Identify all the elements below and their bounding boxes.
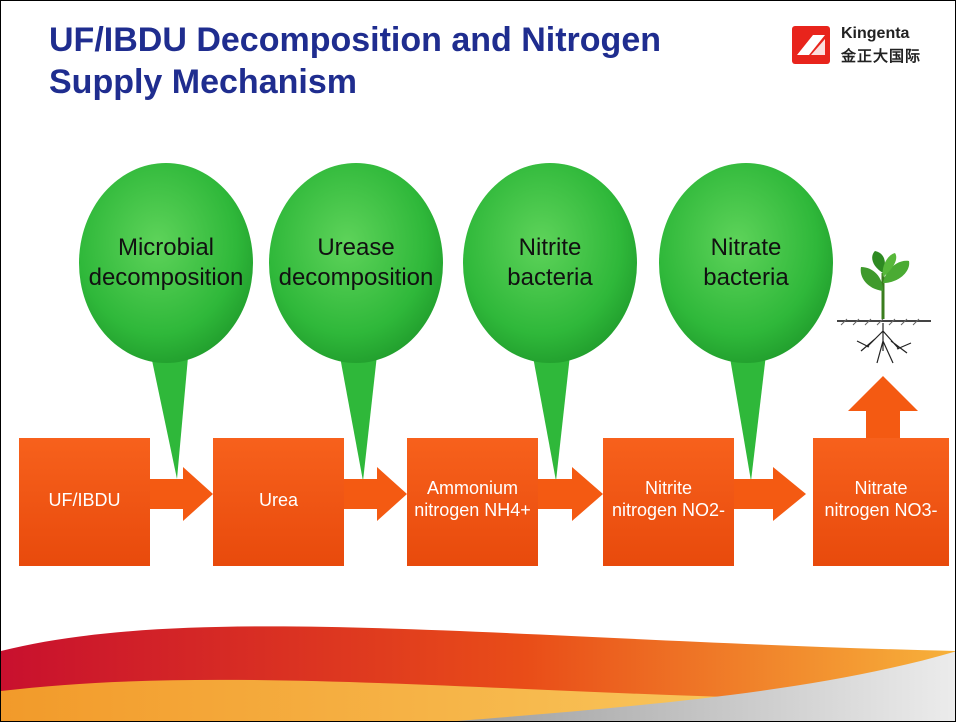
box-urea-label: Urea xyxy=(258,490,298,510)
box-urea xyxy=(213,438,344,566)
box-uf-ibdu xyxy=(19,438,150,566)
slide-title: UF/IBDU Decomposition and Nitrogen Suppl… xyxy=(49,21,661,101)
logo-name-cn: 金正大国际 xyxy=(841,47,922,65)
arrow-up-to-plant xyxy=(848,376,918,438)
box-nitrate-label: Nitrate nitrogen NO3- xyxy=(824,478,938,520)
arrow-4 xyxy=(734,467,806,521)
arrow-3 xyxy=(538,467,603,521)
box-ammonium xyxy=(407,438,538,566)
box-nitrite-label: Nitrite nitrogen NO2- xyxy=(611,478,726,520)
box-nitrite xyxy=(603,438,734,566)
bubble-3-label: Nitrite bacteria xyxy=(507,234,593,291)
arrow-2 xyxy=(344,467,407,521)
bubble-4 xyxy=(659,163,833,481)
kingenta-logo: Kingenta 金正大国际 xyxy=(791,23,941,73)
box-ammonium-label: Ammonium nitrogen NH4+ xyxy=(414,478,531,520)
bubble-2 xyxy=(269,163,443,481)
arrow-1 xyxy=(150,467,213,521)
footer-swoosh xyxy=(1,626,955,721)
bubble-3 xyxy=(463,163,637,481)
bubble-4-label: Nitrate bacteria xyxy=(703,234,789,291)
bubble-2-label: Urease decomposition xyxy=(278,234,434,291)
kingenta-logo-mark-icon xyxy=(792,26,830,64)
box-nitrate xyxy=(813,438,949,566)
plant-seedling-icon xyxy=(837,251,931,364)
bubble-1-label: Microbial decomposition xyxy=(88,234,244,291)
bubble-1 xyxy=(79,163,253,479)
logo-name-en: Kingenta xyxy=(841,25,910,42)
box-uf-ibdu-label: UF/IBDU xyxy=(48,490,121,510)
